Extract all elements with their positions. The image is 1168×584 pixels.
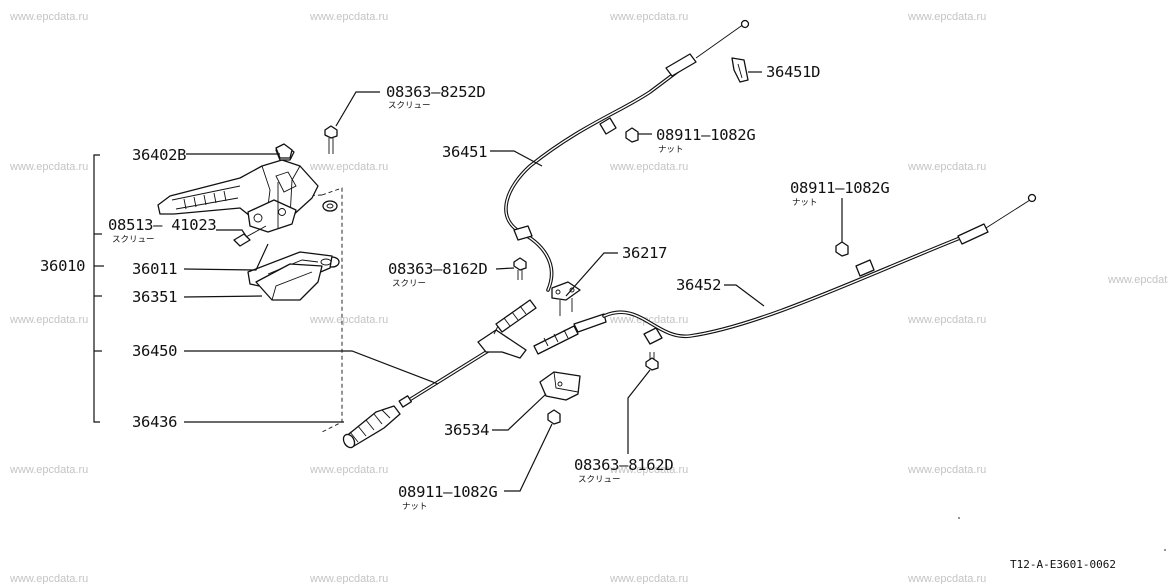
part-number: 36452 — [676, 276, 721, 294]
diagram-code: T12-A-E3601-0062 — [1010, 558, 1116, 571]
rear-bracket-drawing — [539, 371, 581, 401]
watermark: www.epcdata.ru — [609, 161, 688, 173]
part-description: スクリュー — [112, 235, 155, 245]
parking-brake-lever-drawing — [157, 145, 343, 433]
cable-clip-drawing — [731, 57, 749, 83]
callout-08911-1082g-upper: 08911–1082G ナット — [656, 126, 756, 155]
callout-36402b: 36402B — [132, 146, 187, 164]
front-cable-drawing — [398, 321, 527, 408]
center-bracket-drawing — [551, 281, 581, 316]
lever-cover-drawing — [255, 263, 323, 301]
callout-labels: 36451D 08363–8252D スクリュー 08911–1082G ナット… — [40, 63, 890, 512]
watermark: www.epcdata.ru — [907, 161, 986, 173]
watermark: www.epcdata.ru — [9, 573, 88, 584]
part-number: 36011 — [132, 260, 177, 278]
part-number: 36402B — [132, 146, 186, 164]
watermark: www.epcdata.ru — [609, 464, 688, 476]
watermark: www.epcdata.ru — [9, 161, 88, 173]
watermark: www.epcdata.ru — [309, 464, 388, 476]
callout-36436: 36436 — [132, 413, 177, 431]
part-number: 36450 — [132, 342, 177, 360]
watermark: www.epcdata.ru — [609, 11, 688, 23]
watermark: www.epcdata.ru — [907, 573, 986, 584]
callout-36534: 36534 — [444, 421, 489, 439]
part-number: 36436 — [132, 413, 177, 431]
screw-drawing — [233, 225, 267, 247]
callout-08363-8162d-upper: 08363–8162D スクリー — [388, 260, 488, 289]
watermark-layer: www.epcdata.ru www.epcdata.ru www.epcdat… — [9, 11, 1168, 584]
part-description: スクリー — [392, 279, 426, 289]
watermark: www.epcdata.ru — [907, 464, 986, 476]
watermark: www.epcdata.ru — [907, 11, 986, 23]
part-number: 08911–1082G — [656, 126, 755, 144]
part-number: 36451 — [442, 143, 487, 161]
part-number: 08363–8162D — [574, 456, 673, 474]
callout-36010: 36010 — [40, 257, 85, 275]
callout-08363-8162d-lower: 08363–8162D スクリュー — [574, 456, 674, 485]
watermark: www.epcdata.ru — [9, 314, 88, 326]
callout-36450: 36450 — [132, 342, 177, 360]
callout-36351: 36351 — [132, 288, 177, 306]
callout-08911-1082g-lower: 08911–1082G ナット — [398, 483, 498, 512]
part-number: 36534 — [444, 421, 489, 439]
callout-08911-1082g-right: 08911–1082G ナット — [790, 179, 890, 208]
watermark: www.epcdata.ru — [309, 11, 388, 23]
callout-36451: 36451 — [442, 143, 487, 161]
nut-right — [835, 241, 849, 257]
part-number: 08363–8162D — [388, 260, 487, 278]
part-number: 08363–8252D — [386, 83, 485, 101]
cable-boot-drawing — [342, 405, 401, 449]
callout-36011: 36011 — [132, 260, 177, 278]
callout-08513-41023: 08513– 41023 スクリュー — [108, 216, 217, 245]
watermark: www.epcdata.ru — [309, 314, 388, 326]
callout-36452: 36452 — [676, 276, 721, 294]
part-number: 08911–1082G — [790, 179, 889, 197]
right-rear-cable-drawing — [602, 193, 1037, 345]
watermark: www.epcdata.ru — [1107, 274, 1168, 286]
watermark: www.epcdata.ru — [9, 464, 88, 476]
part-number: 36010 — [40, 257, 85, 275]
watermark: www.epcdata.ru — [309, 161, 388, 173]
nut-upper — [625, 127, 639, 143]
callout-08363-8252d: 08363–8252D スクリュー — [386, 83, 486, 111]
watermark: www.epcdata.ru — [309, 573, 388, 584]
part-number: 08911–1082G — [398, 483, 497, 501]
part-number: 36351 — [132, 288, 177, 306]
part-description: ナット — [658, 145, 684, 155]
equalizer-drawing — [495, 299, 607, 355]
part-description: スクリュー — [388, 101, 431, 111]
watermark: www.epcdata.ru — [907, 314, 986, 326]
part-number: 36217 — [622, 244, 667, 262]
nut-lower — [547, 409, 561, 425]
part-description: スクリュー — [578, 475, 621, 485]
part-number: 08513– 41023 — [108, 216, 216, 234]
callout-36451d: 36451D — [766, 63, 821, 81]
callout-36217: 36217 — [622, 244, 667, 262]
watermark: www.epcdata.ru — [609, 573, 688, 584]
watermark: www.epcdata.ru — [9, 11, 88, 23]
part-description: ナット — [402, 502, 428, 512]
part-number: 36451D — [766, 63, 820, 81]
left-rear-cable-drawing — [504, 19, 750, 292]
leader-lines — [93, 71, 843, 492]
bolt-drawings — [324, 125, 659, 371]
part-description: ナット — [792, 198, 818, 208]
